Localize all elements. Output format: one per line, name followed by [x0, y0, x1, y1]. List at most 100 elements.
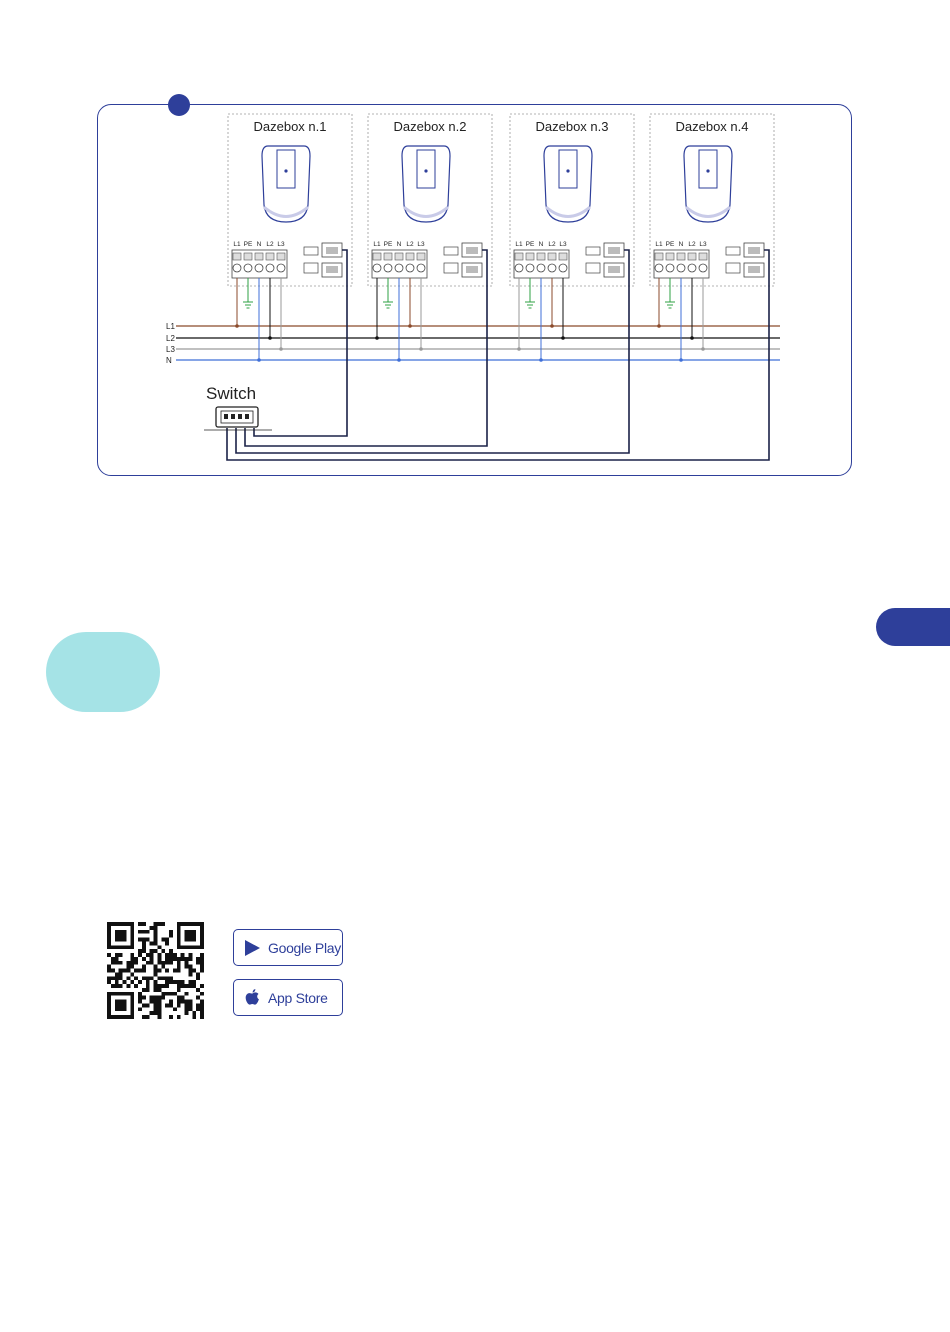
dazebox-title: Dazebox n.1 [254, 119, 327, 134]
terminal-clamp [384, 264, 392, 272]
terminal-screw [406, 253, 414, 260]
terminal-screw [655, 253, 663, 260]
app-store-button[interactable]: App Store [233, 979, 343, 1016]
rj45-socket [608, 247, 620, 254]
terminal-label: L2 [688, 241, 696, 248]
terminal-screw [526, 253, 534, 260]
terminal-label: L2 [548, 241, 556, 248]
junction-dot [397, 358, 401, 362]
dazebox-title: Dazebox n.3 [536, 119, 609, 134]
connector-small [586, 263, 600, 273]
terminal-clamp [373, 264, 381, 272]
switch-port [238, 414, 242, 419]
terminal-label: L1 [373, 241, 381, 248]
junction-dot [375, 336, 379, 340]
terminal-clamp [699, 264, 707, 272]
junction-dot [517, 347, 521, 351]
rj45-socket [748, 247, 760, 254]
terminal-screw [666, 253, 674, 260]
terminal-label: L3 [277, 241, 285, 248]
connector-small [726, 263, 740, 273]
bus-label: L1 [166, 322, 175, 331]
terminal-screw [373, 253, 381, 260]
charger-led [424, 169, 427, 172]
terminal-label: N [257, 241, 262, 248]
junction-dot [257, 358, 261, 362]
terminal-screw [266, 253, 274, 260]
data-cable [227, 250, 769, 460]
bus-label: L3 [166, 345, 175, 354]
terminal-screw [277, 253, 285, 260]
junction-dot [657, 324, 661, 328]
terminal-screw [395, 253, 403, 260]
terminal-label: N [397, 241, 402, 248]
terminal-clamp [688, 264, 696, 272]
terminal-clamp [666, 264, 674, 272]
terminal-clamp [244, 264, 252, 272]
terminal-clamp [537, 264, 545, 272]
terminal-clamp [395, 264, 403, 272]
terminal-label: L3 [417, 241, 425, 248]
terminal-clamp [526, 264, 534, 272]
junction-dot [419, 347, 423, 351]
terminal-label: PE [244, 241, 253, 248]
switch-port [224, 414, 228, 419]
terminal-clamp [277, 264, 285, 272]
dip-switch [444, 247, 458, 255]
terminal-clamp [515, 264, 523, 272]
google-play-label: Google Play [268, 940, 341, 956]
charger-led [284, 169, 287, 172]
dazebox-title: Dazebox n.4 [676, 119, 749, 134]
dazebox-title: Dazebox n.2 [394, 119, 467, 134]
rj45-socket [748, 266, 760, 273]
dip-switch [726, 247, 740, 255]
switch-port [245, 414, 249, 419]
app-store-label: App Store [268, 990, 328, 1006]
google-play-button[interactable]: Google Play [233, 929, 343, 966]
terminal-clamp [548, 264, 556, 272]
terminal-clamp [655, 264, 663, 272]
junction-dot [690, 336, 694, 340]
terminal-screw [699, 253, 707, 260]
data-cable [236, 250, 629, 453]
terminal-screw [384, 253, 392, 260]
terminal-label: PE [384, 241, 393, 248]
terminal-label: PE [666, 241, 675, 248]
terminal-label: L3 [699, 241, 707, 248]
google-play-icon [244, 939, 261, 957]
terminal-clamp [559, 264, 567, 272]
terminal-screw [233, 253, 241, 260]
terminal-label: N [679, 241, 684, 248]
rj45-socket [326, 266, 338, 273]
terminal-label: PE [526, 241, 535, 248]
terminal-screw [537, 253, 545, 260]
section-badge [46, 632, 160, 712]
junction-dot [550, 324, 554, 328]
terminal-label: L3 [559, 241, 567, 248]
terminal-clamp [266, 264, 274, 272]
connector-small [444, 263, 458, 273]
bus-label: N [166, 356, 172, 365]
junction-dot [701, 347, 705, 351]
charger-led [566, 169, 569, 172]
terminal-label: L2 [406, 241, 414, 248]
side-page-tab [876, 608, 950, 646]
junction-dot [679, 358, 683, 362]
terminal-screw [559, 253, 567, 260]
bus-label: L2 [166, 334, 175, 343]
terminal-screw [417, 253, 425, 260]
rj45-socket [608, 266, 620, 273]
junction-dot [235, 324, 239, 328]
terminal-label: L1 [655, 241, 663, 248]
terminal-clamp [255, 264, 263, 272]
rj45-socket [466, 247, 478, 254]
junction-dot [408, 324, 412, 328]
connector-small [304, 263, 318, 273]
junction-dot [279, 347, 283, 351]
terminal-clamp [406, 264, 414, 272]
rj45-socket [466, 266, 478, 273]
rj45-socket [326, 247, 338, 254]
dip-switch [304, 247, 318, 255]
terminal-screw [244, 253, 252, 260]
qr-code-icon [107, 922, 204, 1019]
